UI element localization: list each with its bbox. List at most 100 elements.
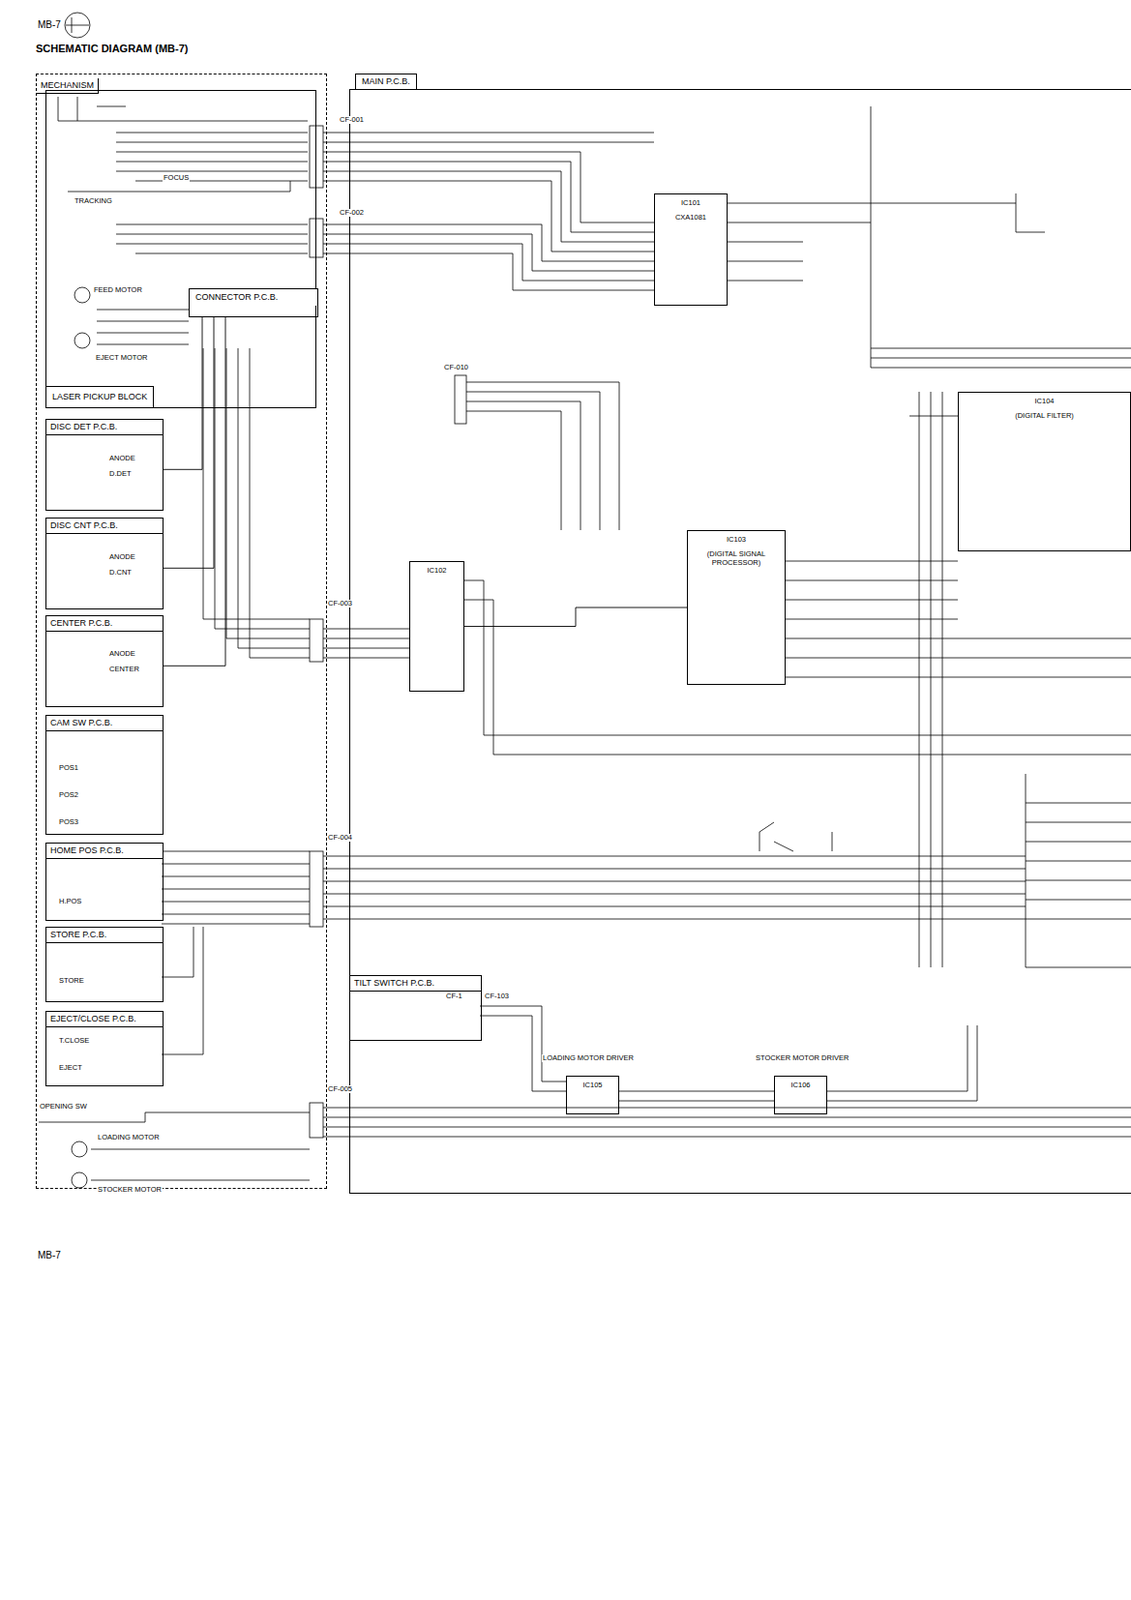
- stocker-motor-symbol: [71, 1172, 88, 1189]
- pcb-box: EJECT/CLOSE P.C.B.: [45, 1011, 164, 1087]
- box-title: CONNECTOR P.C.B.: [189, 289, 318, 306]
- box-title: IC101: [656, 196, 725, 209]
- motor-wires: [38, 1107, 1131, 1181]
- signal-label: STOCKER MOTOR DRIVER: [754, 1054, 850, 1063]
- connector-wires: [203, 348, 410, 658]
- ic-block: IC102: [409, 561, 465, 692]
- signal-label: STOCKER MOTOR: [96, 1186, 163, 1194]
- connector-symbol: [309, 218, 324, 258]
- signal-label: MB-7: [36, 19, 62, 30]
- dsp-wires: [464, 561, 1131, 755]
- signal-label: D.DET: [108, 470, 133, 478]
- wire-connector: [464, 607, 687, 627]
- box-title: IC105: [568, 1078, 617, 1092]
- box-subtitle: CXA1081: [656, 210, 725, 224]
- connector-symbol: [454, 375, 467, 424]
- signal-label: CF-004: [327, 833, 354, 842]
- signal-label: H.POS: [58, 897, 83, 906]
- pcb-box: TILT SWITCH P.C.B.: [349, 975, 482, 1042]
- box-title: DISC CNT P.C.B.: [46, 518, 163, 535]
- box-title: IC106: [776, 1078, 825, 1092]
- box-title: DISC DET P.C.B.: [46, 419, 163, 436]
- ic-block: IC104(DIGITAL FILTER): [957, 391, 1131, 552]
- connector-symbol: [309, 851, 324, 927]
- signal-label: CENTER: [108, 665, 141, 674]
- box-title: LASER PICKUP BLOCK: [46, 386, 154, 408]
- signal-label: POS3: [58, 818, 80, 827]
- board-region: MAIN P.C.B.IC101CXA1081IC102IC103(DIGITA…: [349, 89, 1131, 1194]
- eject-motor-symbol: [74, 332, 90, 349]
- inspection-stamp: [64, 12, 90, 38]
- signal-label: OPENING SW: [38, 1102, 89, 1111]
- signal-label: ANODE: [108, 454, 137, 463]
- driver-wires: [479, 1006, 978, 1102]
- ic-block: IC106: [773, 1075, 828, 1115]
- box-title: CENTER P.C.B.: [46, 616, 163, 632]
- pickup-wires: [58, 96, 308, 345]
- box-title: IC102: [412, 564, 462, 577]
- feed-motor-symbol: [74, 287, 90, 303]
- signal-label: CF-002: [338, 208, 365, 217]
- box-subtitle: (DIGITAL FILTER): [960, 409, 1129, 422]
- signal-label: CF-1: [445, 992, 464, 1001]
- ic-block: IC105: [565, 1075, 620, 1115]
- signal-label: FEED MOTOR: [92, 286, 144, 295]
- box-title: IC103: [689, 533, 783, 546]
- signal-label: EJECT: [58, 1064, 84, 1072]
- signal-label: CF-010: [443, 363, 470, 372]
- signal-label: EJECT MOTOR: [94, 354, 149, 362]
- box-title: CAM SW P.C.B.: [46, 715, 163, 732]
- box-title: TILT SWITCH P.C.B.: [350, 976, 481, 992]
- pcb-box: DISC CNT P.C.B.: [45, 517, 164, 610]
- signal-label: CF-001: [338, 116, 365, 124]
- board-region: MECHANISMLASER PICKUP BLOCKCONNECTOR P.C…: [35, 73, 328, 1190]
- connector-symbol: [309, 619, 324, 662]
- signal-label: T.CLOSE: [58, 1037, 90, 1045]
- box-subtitle: (DIGITAL SIGNAL PROCESSOR): [689, 547, 783, 569]
- box-title: IC104: [960, 394, 1129, 408]
- signal-label: ANODE: [108, 650, 137, 658]
- sensor-bus: [161, 851, 1026, 1055]
- ic-block: IC101CXA1081: [654, 193, 728, 306]
- main-wires: [323, 132, 655, 291]
- signal-label: CF-103: [483, 992, 510, 1001]
- pcb-box: DISC DET P.C.B.: [45, 418, 164, 511]
- pcb-box: LASER PICKUP BLOCK: [45, 89, 317, 409]
- pcb-box: CAM SW P.C.B.: [45, 714, 164, 835]
- signal-label: D.CNT: [108, 568, 133, 577]
- stamp-mark: [65, 17, 90, 33]
- box-title: EJECT/CLOSE P.C.B.: [46, 1011, 163, 1028]
- signal-label: LOADING MOTOR DRIVER: [541, 1054, 635, 1063]
- pcb-box: CONNECTOR P.C.B.: [188, 288, 319, 318]
- signal-label: POS2: [58, 791, 80, 800]
- signal-label: POS1: [58, 764, 80, 773]
- signal-label: ANODE: [108, 553, 137, 562]
- signal-label: FOCUS: [162, 174, 190, 182]
- diagram-title: SCHEMATIC DIAGRAM (MB-7): [35, 42, 188, 55]
- transistor-symbols: [759, 822, 833, 852]
- signal-label: TRACKING: [73, 197, 114, 206]
- ic-block: IC103(DIGITAL SIGNAL PROCESSOR): [686, 530, 786, 685]
- signal-label: CF-005: [327, 1085, 354, 1094]
- box-title: MAIN P.C.B.: [355, 73, 417, 90]
- box-title: STORE P.C.B.: [46, 927, 163, 944]
- cf010-wires: [466, 382, 620, 531]
- pcb-box: HOME POS P.C.B.: [45, 842, 164, 922]
- signal-label: STORE: [58, 977, 86, 985]
- signal-label: MB-7: [36, 1250, 62, 1261]
- signal-label: LOADING MOTOR: [96, 1133, 161, 1142]
- wire-connector: [163, 317, 203, 470]
- pcb-box: CENTER P.C.B.: [45, 615, 164, 708]
- pcb-box: STORE P.C.B.: [45, 926, 164, 1003]
- connector-symbol: [309, 1102, 324, 1138]
- bus-wires: [870, 348, 1131, 968]
- wire-connector: [163, 317, 214, 568]
- rf-wires: [727, 106, 1045, 368]
- connector-symbol: [309, 125, 324, 188]
- wire-connector: [163, 317, 226, 666]
- loading-motor-symbol: [71, 1141, 88, 1158]
- signal-label: CF-003: [327, 599, 354, 608]
- box-title: HOME POS P.C.B.: [46, 843, 163, 860]
